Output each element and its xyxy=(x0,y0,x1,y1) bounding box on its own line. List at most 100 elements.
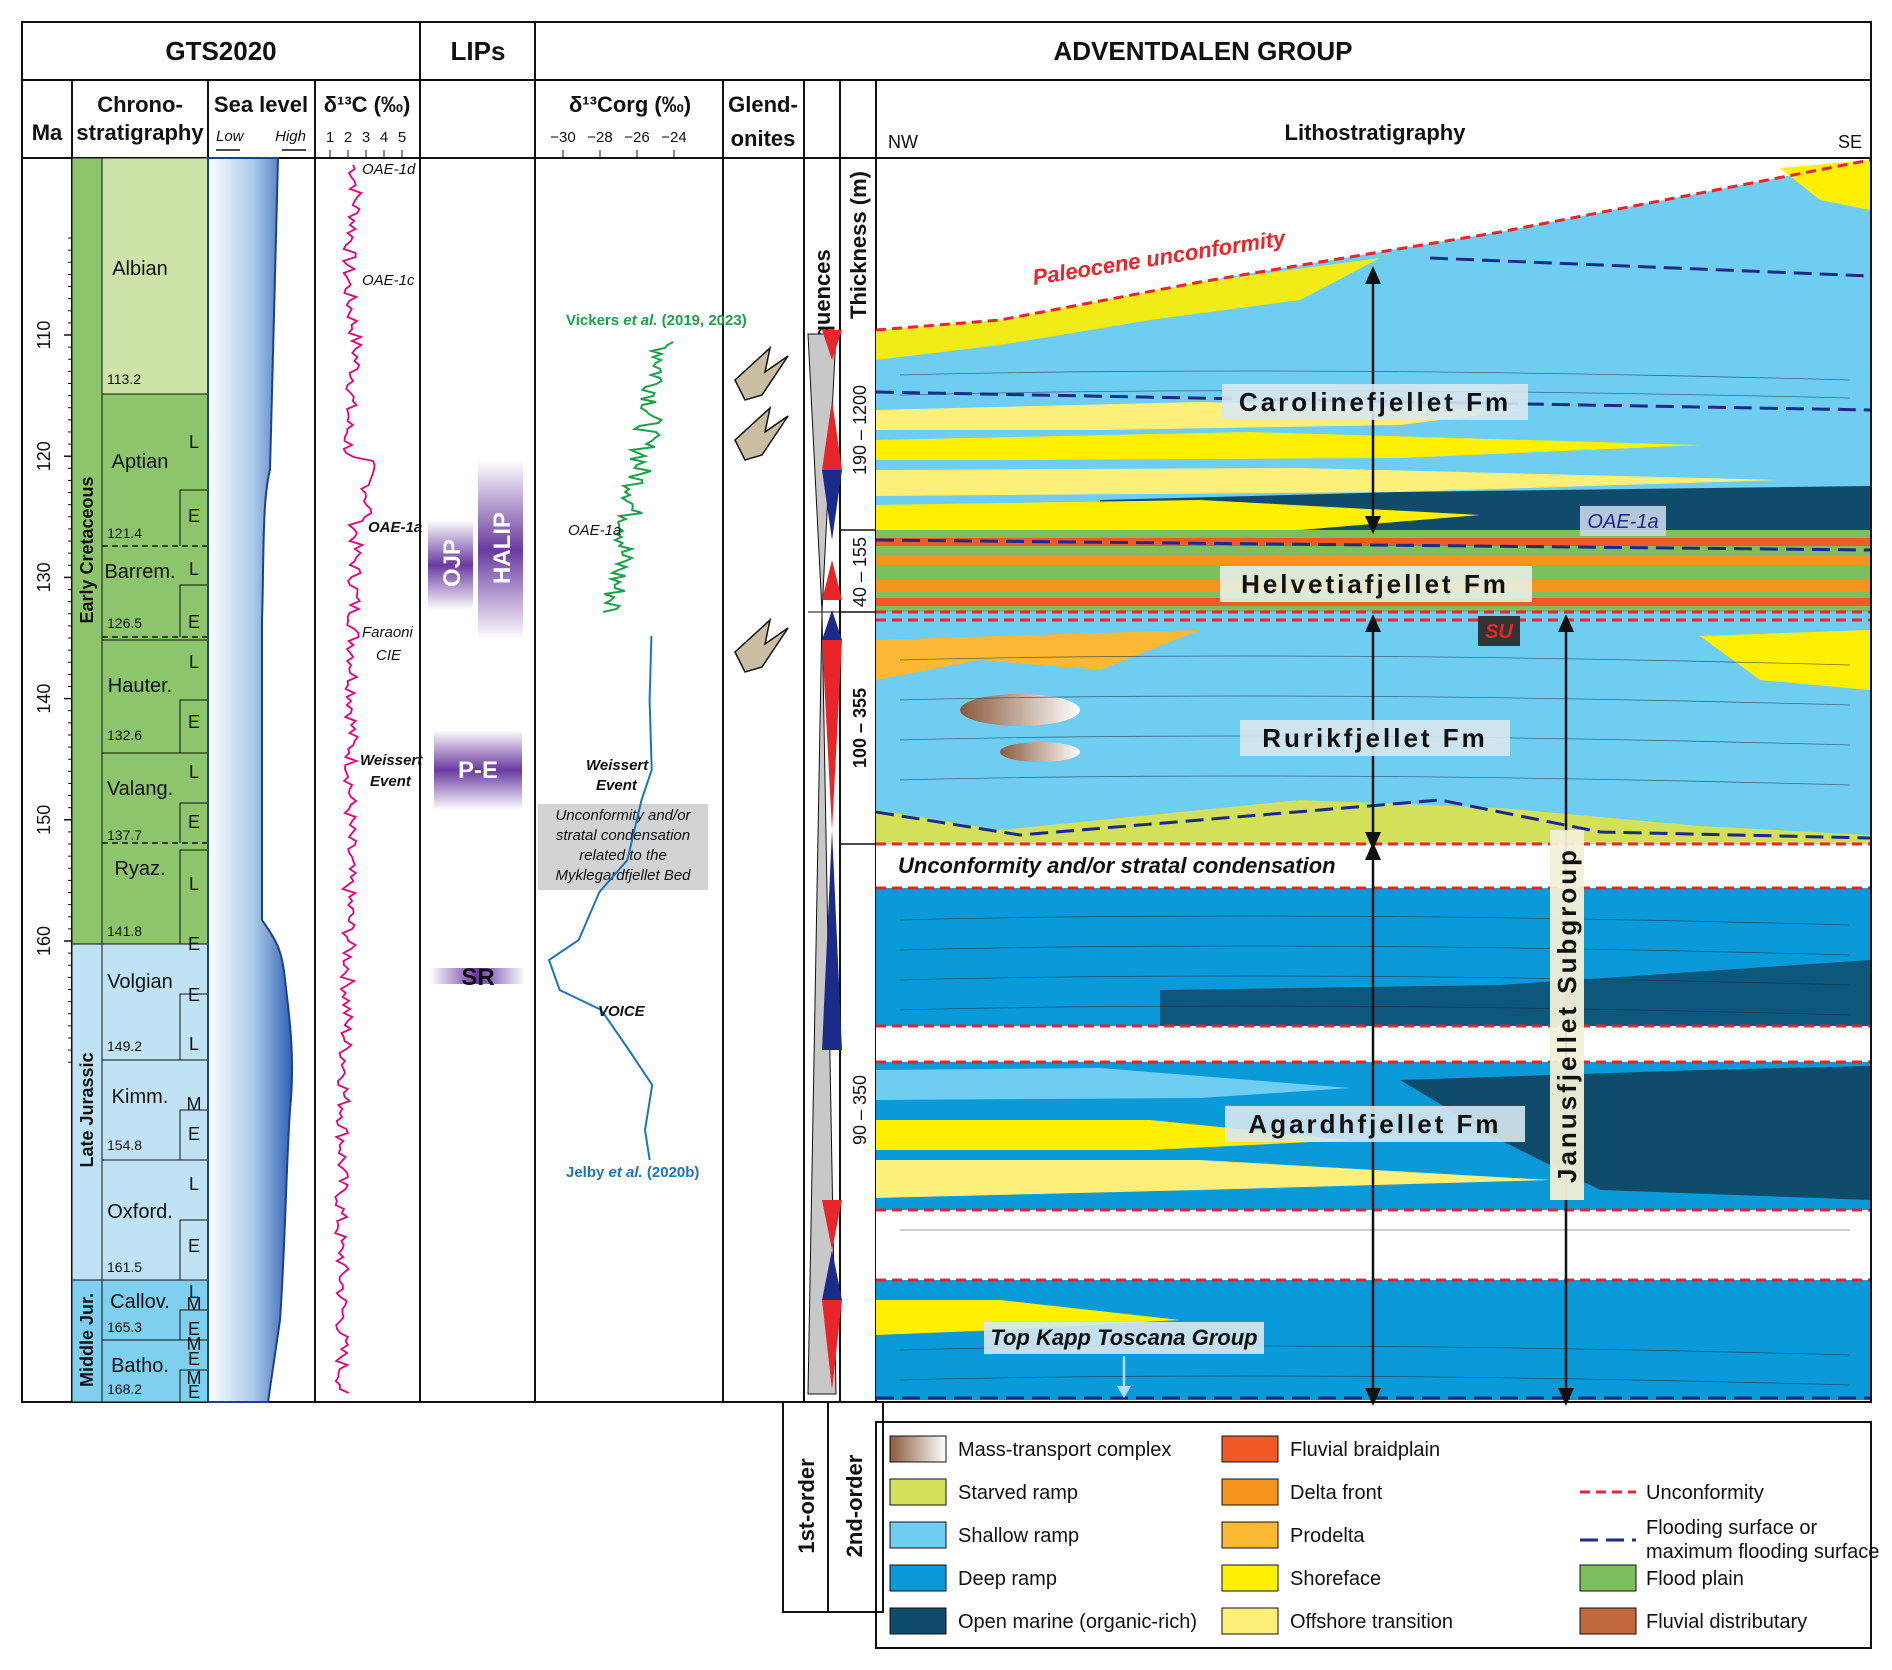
ma-label: 140 xyxy=(34,684,54,714)
d13corg-tick-label: −28 xyxy=(587,129,612,146)
substage-letter: E xyxy=(188,612,200,632)
substage-letter: M xyxy=(187,1368,202,1388)
rt-sequences xyxy=(807,330,876,1395)
stage-base-age: 137.7 xyxy=(107,827,142,843)
substage-letter: E xyxy=(188,812,200,832)
label-su: SU xyxy=(1485,621,1513,643)
event-faraoni: Faraoni xyxy=(362,624,414,641)
caroline-label-bg xyxy=(1222,384,1528,420)
janus-label-bg xyxy=(1550,830,1584,1200)
label-carolinefjellet: Carolinefjellet Fm xyxy=(1239,387,1511,417)
sea-level-curve xyxy=(207,157,294,1403)
label-janusfjellet: Janusfjellet Subgroup xyxy=(1552,847,1582,1183)
era-late-jurassic: Late Jurassic xyxy=(77,1052,97,1167)
kapp-label-bg xyxy=(984,1322,1264,1354)
label-weissert-org-2: Event xyxy=(596,777,638,794)
header-d13c: δ¹³C (‰) xyxy=(324,92,411,117)
substage-letter: E xyxy=(188,1124,200,1144)
event-weissert: Weissert xyxy=(360,752,423,769)
header-d13corg: δ¹³Corg (‰) xyxy=(569,92,691,117)
substage-letter: L xyxy=(189,432,199,452)
grey-line-3: related to the xyxy=(579,847,667,864)
legend-label: Shallow ramp xyxy=(958,1525,1079,1547)
grey-line-2: stratal condensation xyxy=(556,827,690,844)
jelby-curve xyxy=(547,635,654,1161)
legend-fluvial-distributary: Fluvial distributary xyxy=(1646,1611,1807,1633)
d13c-tick-label: 2 xyxy=(344,129,352,146)
stage-name: Callov. xyxy=(110,1291,170,1313)
stage-name: Hauter. xyxy=(108,675,172,697)
label-agardhfjellet: Agardhfjellet Fm xyxy=(1248,1109,1501,1139)
legend-label: Starved ramp xyxy=(958,1482,1078,1504)
thickness-agardh: 90 – 350 xyxy=(850,1075,870,1145)
header-lips: LIPs xyxy=(451,36,506,66)
stage-base-age: 154.8 xyxy=(107,1137,142,1153)
substage-letter: M xyxy=(187,1334,202,1354)
d13c-tick-label: 5 xyxy=(398,129,406,146)
legend-col1-swatches xyxy=(889,1435,947,1635)
vickers-curve xyxy=(602,341,674,613)
d13corg-tick-label: −26 xyxy=(624,129,649,146)
ma-label: 110 xyxy=(34,321,54,350)
label-vickers: Vickers et al. (2019, 2023) xyxy=(566,312,747,329)
stage-base-age: 149.2 xyxy=(107,1038,142,1054)
agardh-label-bg xyxy=(1225,1106,1525,1142)
lip-pe: P-E xyxy=(458,757,498,784)
label-weissert-org-1: Weissert xyxy=(586,757,649,774)
substage-letter: L xyxy=(189,874,199,894)
glendonite-icon xyxy=(734,405,789,461)
su-label-bg xyxy=(1478,616,1520,646)
d13corg-axis-ticks: −30−28−26−24 xyxy=(550,129,687,158)
stage-name: Batho. xyxy=(111,1355,169,1377)
stage-name: Valang. xyxy=(107,778,173,800)
litho-panel xyxy=(875,158,1871,1406)
lip-ojp: OJP xyxy=(439,539,466,587)
lip-halip: HALIP xyxy=(489,512,516,584)
label-second-order: 2nd-order xyxy=(842,1454,867,1557)
substage-letter: L xyxy=(189,1174,199,1194)
label-jelby: Jelby et al. (2020b) xyxy=(566,1164,699,1181)
legend-label: Shoreface xyxy=(1290,1568,1381,1590)
event-weissert-2: Event xyxy=(370,773,412,790)
label-oae1a-org: OAE-1a xyxy=(568,522,621,539)
substage-letter: M xyxy=(187,1294,202,1314)
substage-letter: E xyxy=(188,934,200,954)
stage-name: Aptian xyxy=(112,451,169,473)
substage-letter: E xyxy=(188,1236,200,1256)
stage-labels: Albian113.2Aptian121.4Barrem.126.5Hauter… xyxy=(104,258,175,1397)
legend-label: Mass-transport complex xyxy=(958,1439,1171,1461)
substage-letter: L xyxy=(189,1034,199,1054)
era-early-cretaceous: Early Cretaceous xyxy=(77,476,97,623)
substage-letter: L xyxy=(189,1282,199,1302)
order-box xyxy=(782,1401,884,1613)
d13c-tick-label: 4 xyxy=(380,129,388,146)
stage-base-age: 132.6 xyxy=(107,727,142,743)
substage-letter: L xyxy=(189,652,199,672)
stage-base-age: 141.8 xyxy=(107,923,142,939)
ma-label: 150 xyxy=(34,805,54,835)
stage-base-age: 126.5 xyxy=(107,615,142,631)
d13c-curve xyxy=(333,164,376,1394)
event-cie: CIE xyxy=(376,647,402,664)
event-oae1d: OAE-1d xyxy=(362,161,416,178)
legend-label: Fluvial braidplain xyxy=(1290,1439,1440,1461)
substage-letter: E xyxy=(188,1349,200,1369)
header-ma: Ma xyxy=(32,120,63,145)
lip-bars xyxy=(428,460,525,984)
label-oae1a-litho: OAE-1a xyxy=(1587,511,1658,533)
kapp-arrowhead xyxy=(1117,1386,1131,1398)
header-glend-2: onites xyxy=(731,126,796,151)
thickness-dividers xyxy=(840,529,876,845)
helvetia-label-bg xyxy=(1220,566,1532,602)
stage-base-age: 165.3 xyxy=(107,1319,142,1335)
rurik-label-bg xyxy=(1240,720,1510,756)
substage-letter: E xyxy=(188,1319,200,1339)
header-chrono-2: stratigraphy xyxy=(76,120,204,145)
legend-label: Open marine (organic-rich) xyxy=(958,1611,1197,1633)
header-glend-1: Glend- xyxy=(728,92,798,117)
glendonite-icon xyxy=(734,617,789,673)
